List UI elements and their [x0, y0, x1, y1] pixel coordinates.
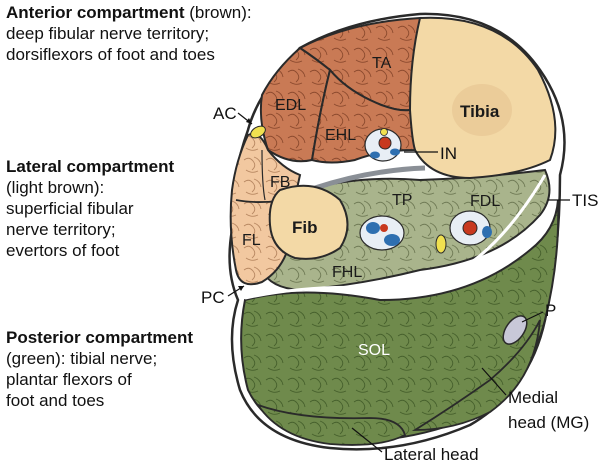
anterior-tibial-artery: [379, 137, 391, 149]
label-fb: FB: [270, 174, 290, 191]
label-ta: TA: [372, 55, 392, 72]
callout-ac: AC: [213, 104, 237, 123]
label-ehl: EHL: [325, 127, 356, 144]
fibular-artery: [380, 224, 388, 232]
fibular-vessels-group: [360, 216, 404, 250]
anterior-tibial-vein-2: [390, 149, 400, 156]
fibular-vein-1: [366, 222, 380, 234]
deep-fibular-nerve: [381, 129, 388, 136]
tibial-nerve: [436, 235, 446, 253]
anterior-tibial-vein-1: [370, 152, 380, 159]
callout-tis: TIS: [572, 191, 598, 210]
label-edl: EDL: [275, 97, 306, 114]
label-fib: Fib: [292, 218, 318, 237]
posterior-tibial-vein: [482, 226, 492, 238]
label-fhl: FHL: [332, 264, 362, 281]
fibular-vein-2: [384, 234, 400, 246]
label-sol: SOL: [358, 342, 390, 359]
label-fdl: FDL: [470, 193, 500, 210]
callout-in: IN: [440, 144, 457, 163]
callout-medial-line2: head (MG): [508, 413, 589, 432]
label-tibia: Tibia: [460, 102, 500, 121]
callout-medial-line1: Medial: [508, 388, 558, 407]
callout-p: P: [545, 301, 556, 320]
label-tp: TP: [392, 192, 412, 209]
callout-lateral-head: Lateral head: [384, 445, 479, 464]
label-fl: FL: [242, 232, 261, 249]
callout-pc: PC: [201, 288, 225, 307]
posterior-tibial-artery: [463, 221, 477, 235]
